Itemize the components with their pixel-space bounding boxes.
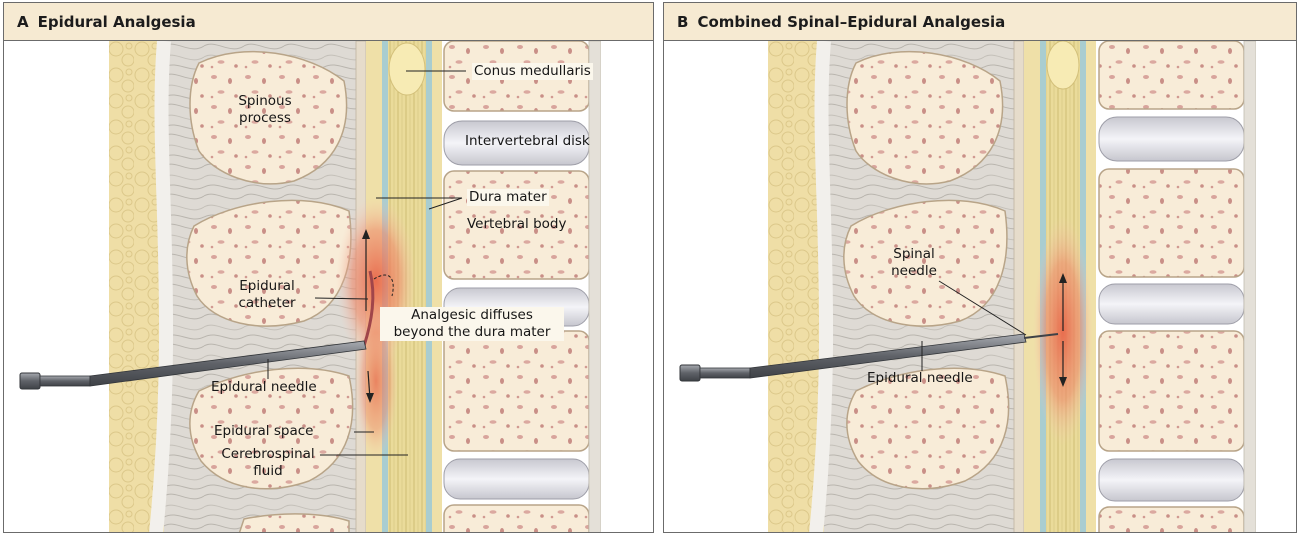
needle-hub [680,365,700,381]
label-epidural-catheter: Epidural catheter [232,278,302,312]
spine-illustration [664,41,1297,533]
conus-medullaris [389,43,425,95]
vertebral-body-1 [1099,41,1244,109]
label-cerebrospinal-fluid: Cerebrospinal fluid [218,446,318,480]
intervertebral-disk-3 [1099,459,1244,501]
label-spinal-needle: Spinal needle [879,246,949,280]
intervertebral-disk-1 [1099,117,1244,161]
label-spinous-process: Spinous process [225,93,305,127]
label-analgesic-diffuses: Analgesic diffuses beyond the dura mater [380,307,564,341]
panel-letter: B [677,13,688,31]
intervertebral-disk-3 [444,459,589,499]
label-vertebral-body: Vertebral body [467,216,566,233]
vertebral-body-3 [1099,331,1244,451]
intervertebral-disk-2 [1099,284,1244,324]
panel-header: B Combined Spinal–Epidural Analgesia [664,3,1296,41]
spinous-process-1 [847,52,1003,184]
label-intervertebral-disk: Intervertebral disk [465,133,590,150]
vertebral-body-2 [1099,169,1244,277]
panel-combined-spinal-epidural-analgesia: B Combined Spinal–Epidural Analgesia [663,2,1297,533]
label-epidural-needle: Epidural needle [867,370,973,387]
panel-title: Epidural Analgesia [38,13,196,31]
label-epidural-space: Epidural space [214,423,313,440]
spine-illustration [4,41,654,533]
label-conus-medullaris: Conus medullaris [472,63,593,80]
vertebral-body-3 [444,331,589,451]
needle-hub [20,373,40,389]
panel-header: A Epidural Analgesia [4,3,653,41]
panel-letter: A [17,13,29,31]
label-dura-mater: Dura mater [467,189,549,206]
conus-medullaris [1047,41,1079,89]
panel-epidural-analgesia: A Epidural Analgesia [3,2,654,533]
label-epidural-needle: Epidural needle [211,379,317,396]
panel-title: Combined Spinal–Epidural Analgesia [697,13,1005,31]
